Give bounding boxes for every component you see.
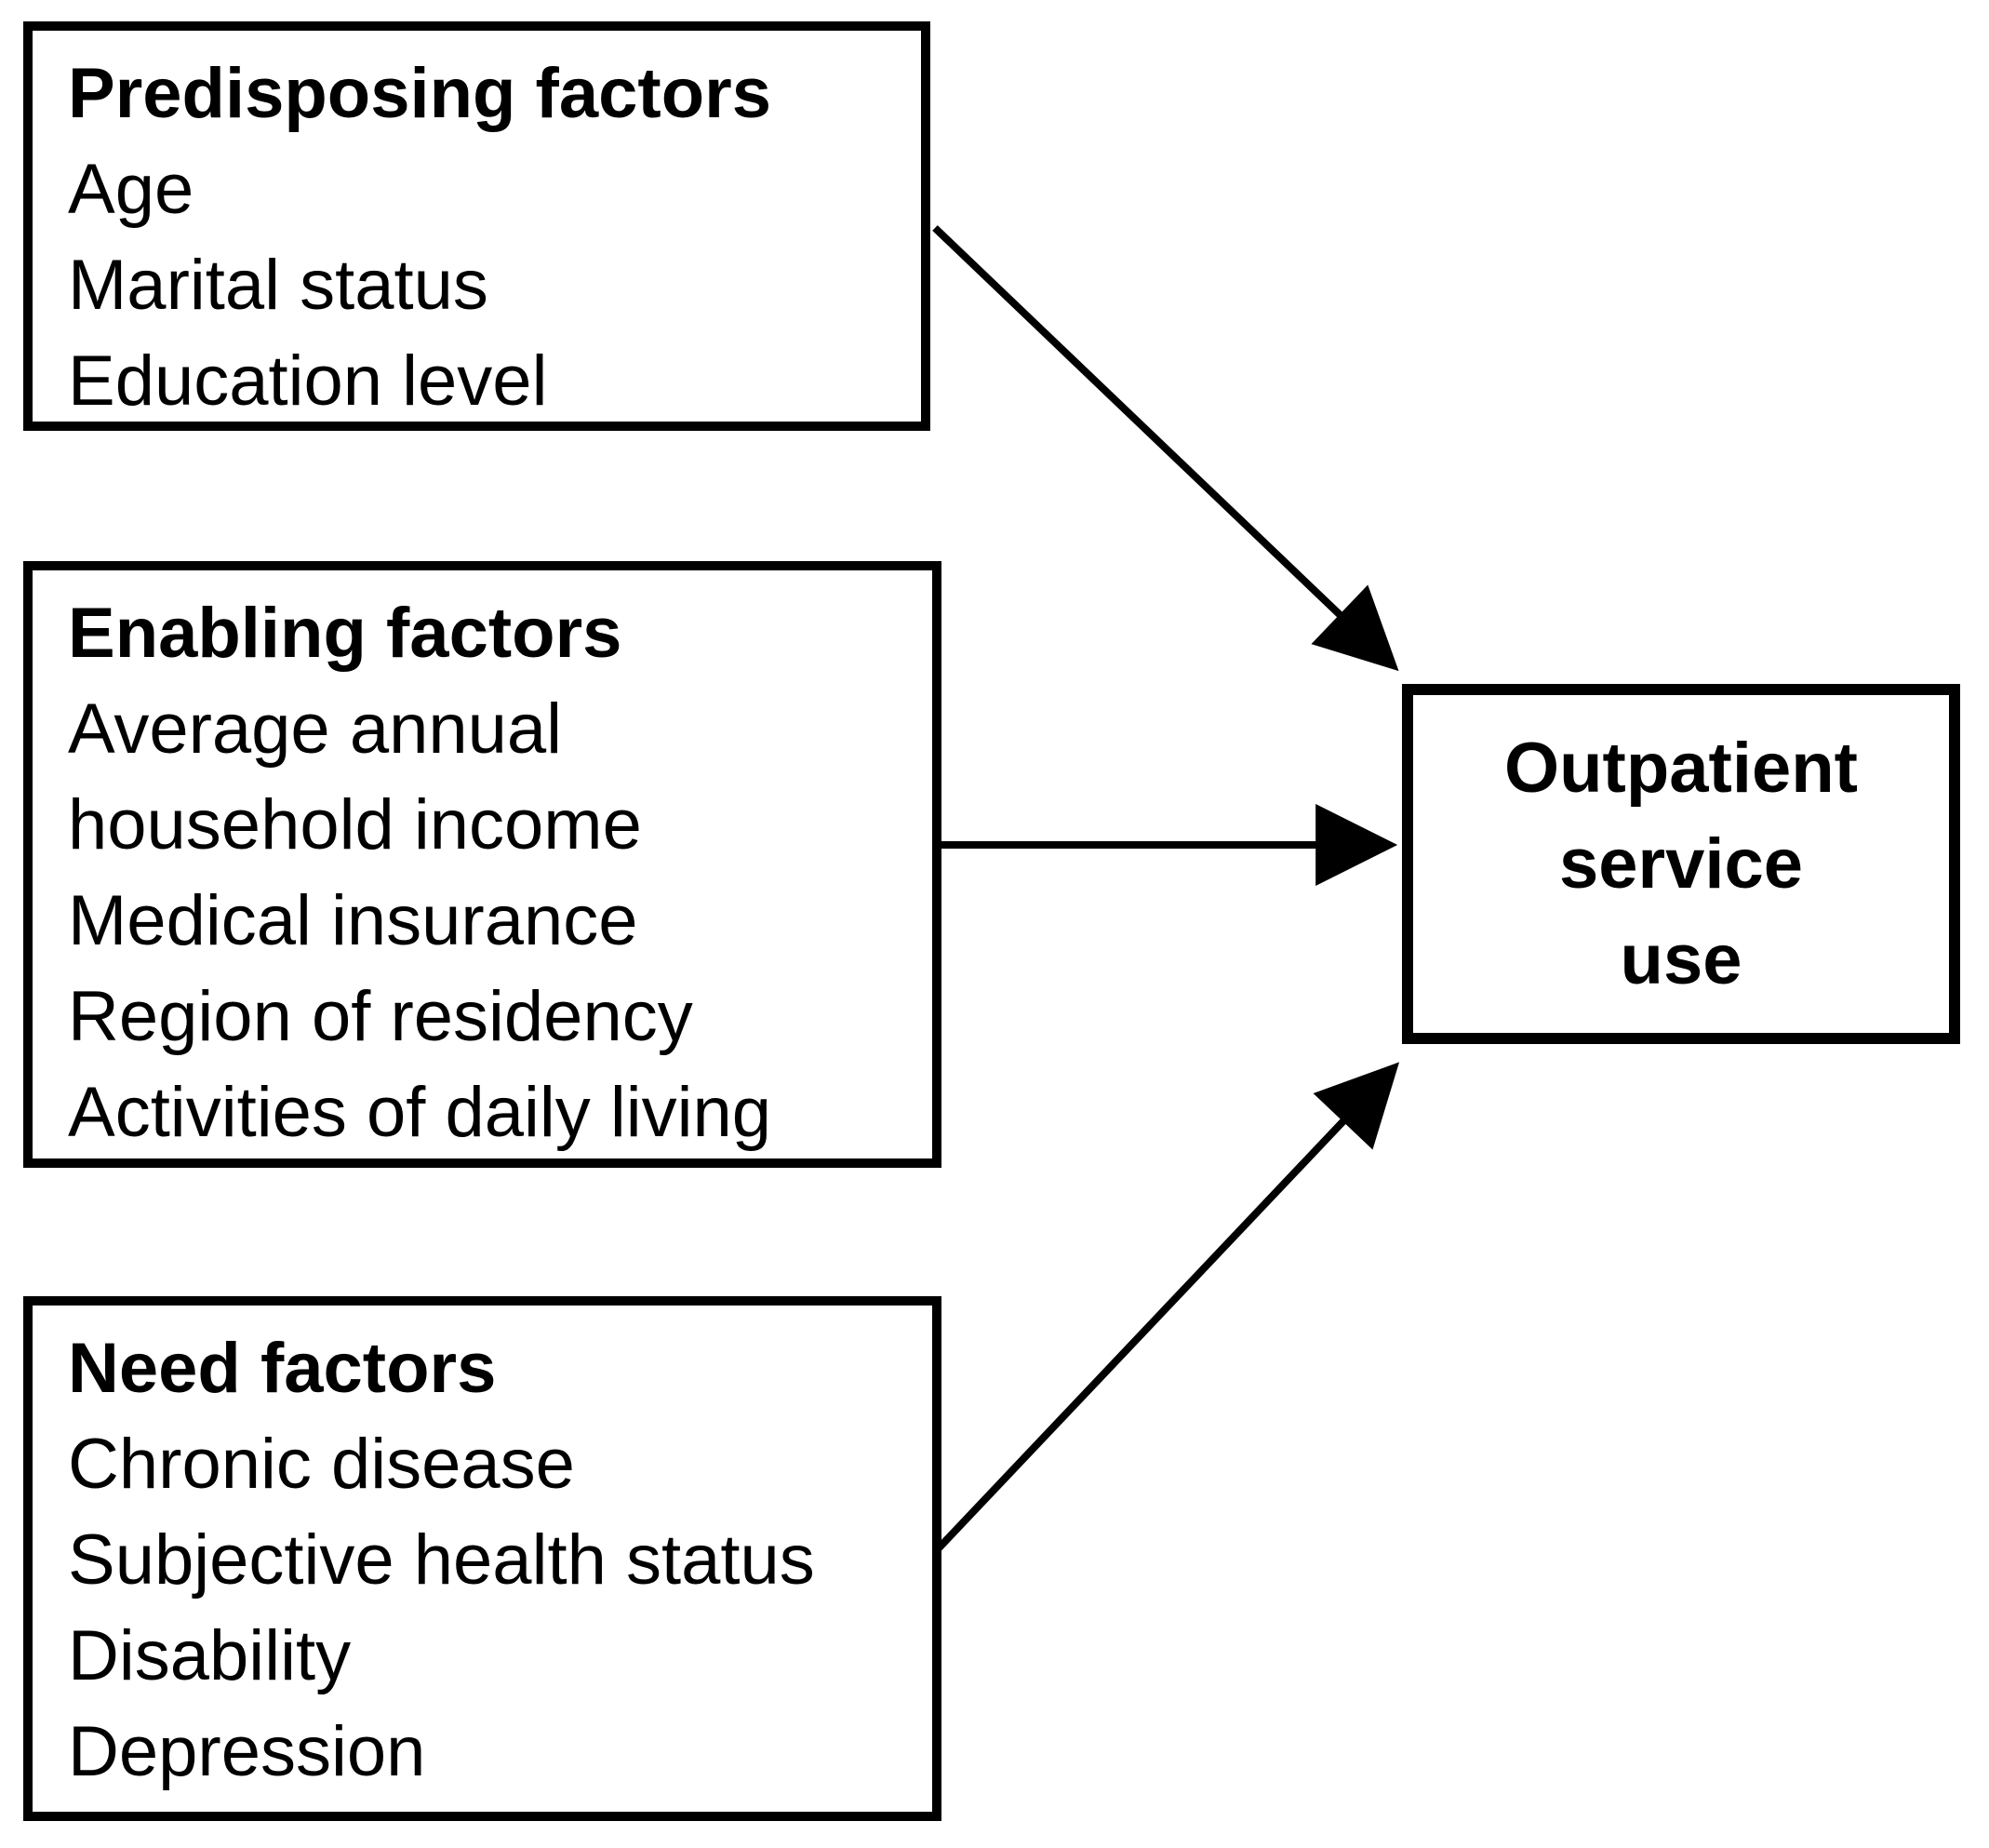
box-line: Subjective health status <box>68 1520 815 1600</box>
box-line: Chronic disease <box>68 1425 575 1504</box>
box-line: Disability <box>68 1616 352 1695</box>
box-line: Age <box>68 150 194 229</box>
box-line: Outpatient <box>1504 729 1858 808</box>
box-line: Average annual <box>68 690 563 769</box>
enabling-factors-box: Enabling factors Average annual household… <box>23 561 941 1168</box>
box-line: Depression <box>68 1712 426 1791</box>
box-line: Medical insurance <box>68 881 638 960</box>
box-line: use <box>1620 920 1742 999</box>
outcome-box: Outpatient service use <box>1402 684 1960 1044</box>
box-line: Activities of daily living <box>68 1073 772 1152</box>
box-line: Region of residency <box>68 977 693 1056</box>
box-line: Marital status <box>68 246 488 325</box>
box-line: household income <box>68 785 642 864</box>
predisposing-factors-title: Predisposing factors <box>68 54 771 133</box>
arrow-predisposing-to-outcome <box>932 225 1399 672</box>
box-line: service <box>1558 824 1804 904</box>
enabling-factors-title: Enabling factors <box>68 594 622 673</box>
need-factors-title: Need factors <box>68 1329 497 1408</box>
box-line: Education level <box>68 341 548 421</box>
arrow-need-to-outcome <box>932 1062 1400 1555</box>
outcome-box-title: Outpatient service use <box>1504 720 1858 1008</box>
